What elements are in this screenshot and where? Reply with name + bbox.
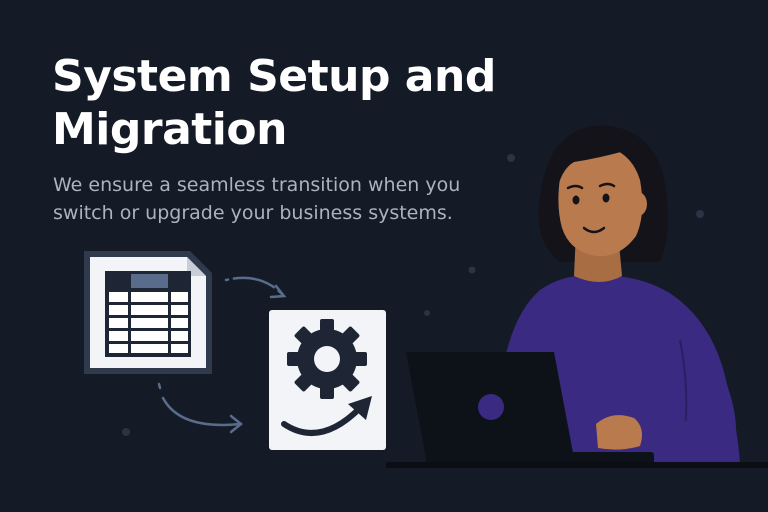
- gear-icon: [287, 319, 367, 399]
- spreadsheet-icon: [84, 251, 212, 374]
- page-title: System Setup and Migration: [52, 51, 496, 155]
- gear-card: [269, 310, 386, 450]
- connector-arrows: [157, 276, 287, 434]
- desk: [386, 462, 768, 468]
- arrow-icon: [281, 396, 372, 436]
- laptop-icon: [406, 352, 654, 464]
- decorative-dots: [122, 154, 704, 436]
- page-subtitle: We ensure a seamless transition when you…: [53, 174, 461, 224]
